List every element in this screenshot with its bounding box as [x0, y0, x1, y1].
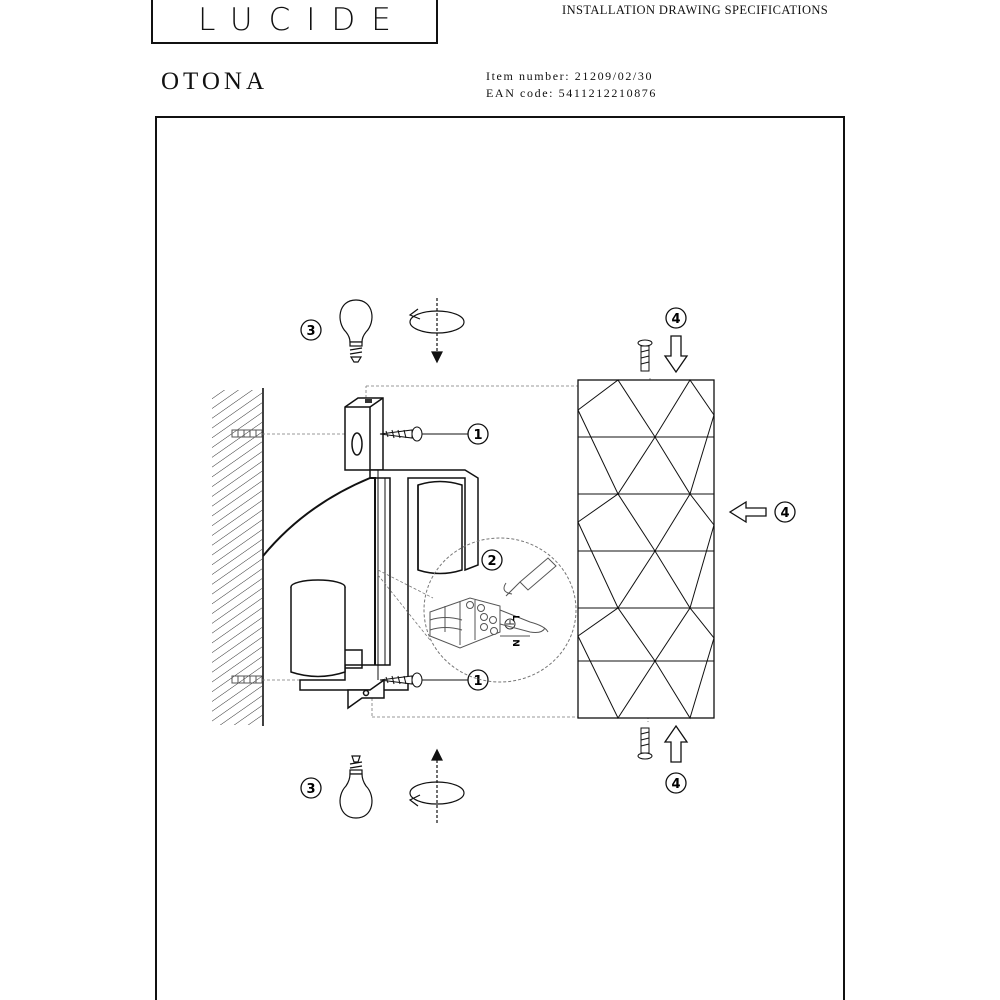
screw-icon-shade-bottom [637, 727, 653, 760]
wiring-detail: 2 L N [377, 537, 577, 683]
step-marker-bulb-top: 3 [300, 319, 322, 341]
decorative-shade [577, 379, 715, 720]
svg-text:4: 4 [671, 777, 680, 792]
step-marker-mount-lower: 1 [467, 669, 489, 691]
wall-plug-lower [231, 675, 263, 684]
power-cable [262, 477, 376, 665]
step-marker-shade-side: 4 [774, 501, 796, 523]
wire-label-live: L [510, 615, 520, 621]
product-name: OTONA [161, 68, 269, 95]
wall-plug-upper [231, 429, 263, 438]
rotate-arrow-icon-top [408, 298, 465, 364]
push-arrow-icon-bottom [663, 724, 689, 763]
upper-glass-shade [417, 480, 463, 575]
step-marker-shade-bottom: 4 [665, 772, 687, 794]
ean-code: EAN code: 5411212210876 [486, 86, 658, 100]
push-arrow-icon-top [663, 335, 689, 374]
lower-glass-shade [290, 579, 363, 678]
svg-text:4: 4 [671, 312, 680, 327]
document-title: INSTALLATION DRAWING SPECIFICATIONS [562, 3, 829, 17]
light-bulb-icon-top [339, 299, 373, 363]
item-number: Item number: 21209/02/30 [486, 69, 654, 83]
step-marker-wiring: 2 [481, 549, 503, 571]
svg-text:4: 4 [780, 506, 789, 521]
screw-icon-upper [379, 426, 423, 442]
rotate-arrow-icon-bottom [408, 748, 465, 825]
svg-text:3: 3 [306, 324, 315, 339]
screw-icon-lower [379, 672, 423, 688]
wire-label-neutral: N [510, 639, 520, 647]
step-marker-shade-top: 4 [665, 307, 687, 329]
terminal-block [429, 597, 501, 649]
drawing-frame [155, 116, 845, 1000]
mounting-bracket [344, 397, 384, 471]
brand-logo: LUCIDE [151, 0, 438, 44]
wall [212, 388, 264, 726]
svg-text:3: 3 [306, 782, 315, 797]
svg-text:2: 2 [487, 554, 496, 569]
screwdriver-icon [503, 557, 557, 597]
brand-logo-text: LUCIDE [198, 2, 407, 38]
svg-text:1: 1 [473, 428, 482, 443]
push-arrow-icon-side [728, 500, 767, 524]
svg-text:1: 1 [473, 674, 482, 689]
screw-icon-shade-top [637, 339, 653, 372]
wire-ends [499, 609, 549, 637]
lower-bracket-tab [347, 678, 385, 710]
light-bulb-icon-bottom [339, 755, 373, 819]
step-marker-bulb-bottom: 3 [300, 777, 322, 799]
step-marker-mount-upper: 1 [467, 423, 489, 445]
